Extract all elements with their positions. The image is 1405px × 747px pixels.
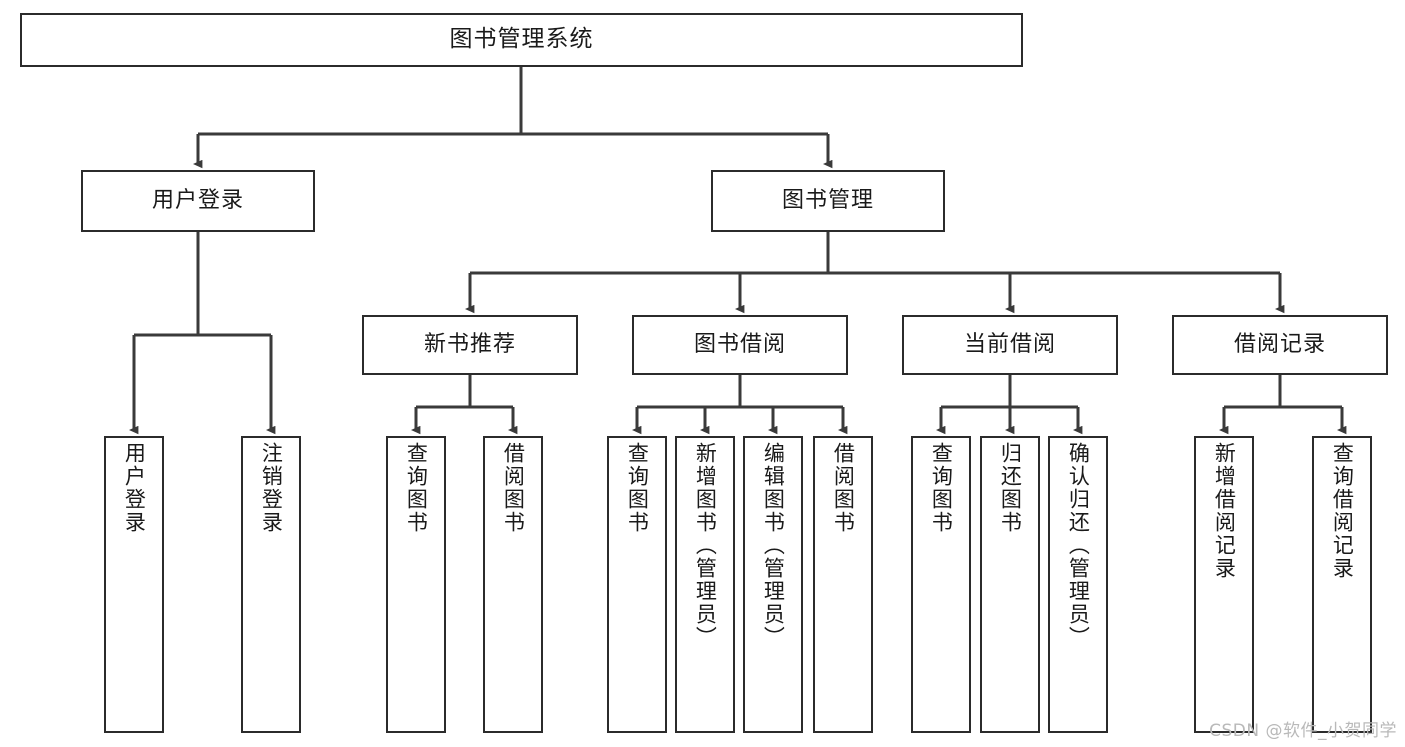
node-label: 当前借阅 bbox=[963, 331, 1056, 357]
leaf-label: 查询图书 bbox=[625, 442, 650, 534]
leaf-label: 查询图书 bbox=[929, 442, 954, 534]
leaf-label: 新增图书（管理员） bbox=[693, 442, 718, 649]
leaf-current-borrow-return[interactable]: 归还图书 bbox=[980, 436, 1040, 733]
node-current-borrow[interactable]: 当前借阅 bbox=[902, 315, 1118, 375]
leaf-user-login-signin[interactable]: 用户登录 bbox=[104, 436, 164, 733]
leaf-borrow-record-add[interactable]: 新增借阅记录 bbox=[1194, 436, 1254, 733]
leaf-label: 归还图书 bbox=[998, 442, 1023, 534]
node-book-borrow[interactable]: 图书借阅 bbox=[632, 315, 848, 375]
leaf-label: 借阅图书 bbox=[831, 442, 856, 534]
leaf-book-borrow-add[interactable]: 新增图书（管理员） bbox=[675, 436, 735, 733]
node-label: 图书借阅 bbox=[693, 331, 786, 357]
leaf-new-book-borrow[interactable]: 借阅图书 bbox=[483, 436, 543, 733]
node-borrow-record[interactable]: 借阅记录 bbox=[1172, 315, 1388, 375]
node-label: 新书推荐 bbox=[423, 331, 516, 357]
leaf-label: 注销登录 bbox=[259, 442, 284, 534]
node-new-book-recommend[interactable]: 新书推荐 bbox=[362, 315, 578, 375]
leaf-label: 编辑图书（管理员） bbox=[761, 442, 786, 649]
leaf-label: 借阅图书 bbox=[501, 442, 526, 534]
node-book-management[interactable]: 图书管理 bbox=[711, 170, 945, 232]
node-root-system[interactable]: 图书管理系统 bbox=[20, 13, 1023, 67]
leaf-book-borrow-borrow[interactable]: 借阅图书 bbox=[813, 436, 873, 733]
leaf-label: 查询图书 bbox=[404, 442, 429, 534]
node-label: 借阅记录 bbox=[1233, 331, 1326, 357]
leaf-book-borrow-edit[interactable]: 编辑图书（管理员） bbox=[743, 436, 803, 733]
leaf-label: 确认归还（管理员） bbox=[1066, 442, 1091, 649]
leaf-user-login-signout[interactable]: 注销登录 bbox=[241, 436, 301, 733]
node-label: 用户登录 bbox=[151, 187, 244, 213]
leaf-label: 新增借阅记录 bbox=[1212, 442, 1237, 580]
watermark: CSDN @软件_小贺同学 bbox=[1209, 721, 1397, 741]
leaf-current-borrow-confirm-return[interactable]: 确认归还（管理员） bbox=[1048, 436, 1108, 733]
node-label: 图书管理系统 bbox=[449, 26, 594, 53]
leaf-label: 用户登录 bbox=[122, 442, 147, 534]
node-label: 图书管理 bbox=[781, 187, 874, 213]
leaf-borrow-record-query[interactable]: 查询借阅记录 bbox=[1312, 436, 1372, 733]
leaf-new-book-query[interactable]: 查询图书 bbox=[386, 436, 446, 733]
leaf-label: 查询借阅记录 bbox=[1330, 442, 1355, 580]
leaf-book-borrow-query[interactable]: 查询图书 bbox=[607, 436, 667, 733]
node-user-login[interactable]: 用户登录 bbox=[81, 170, 315, 232]
leaf-current-borrow-query[interactable]: 查询图书 bbox=[911, 436, 971, 733]
